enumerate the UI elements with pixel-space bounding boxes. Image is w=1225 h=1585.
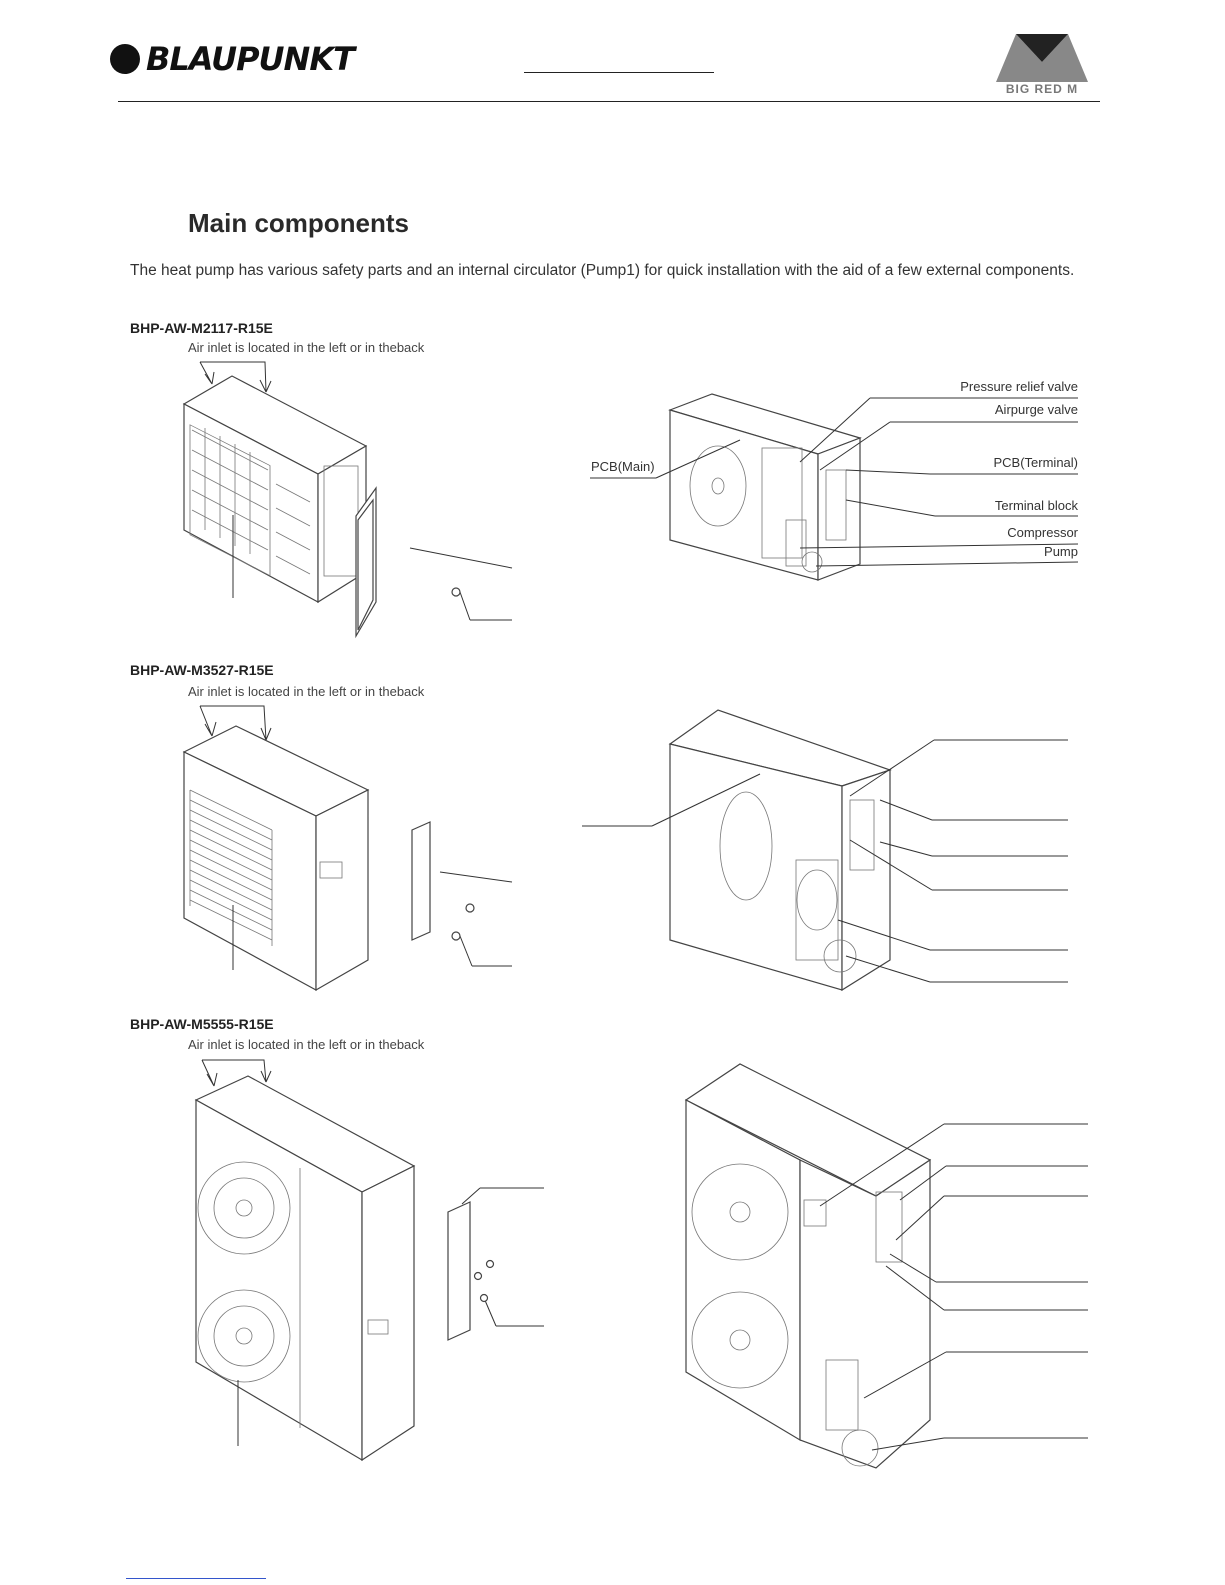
- label-pcb-terminal: PCB(Terminal): [993, 455, 1078, 470]
- label-airpurge-valve: Airpurge valve: [994, 402, 1078, 417]
- label-pump: Pump: [1044, 544, 1078, 559]
- page-title: Main components: [188, 208, 410, 238]
- unit-3-interior-drawing: [684, 1063, 1088, 1469]
- unit-2-exterior-drawing: [182, 705, 513, 992]
- air-inlet-note-1: Air inlet is located in the left or in t…: [188, 340, 425, 355]
- air-inlet-note-2: Air inlet is located in the left or in t…: [188, 684, 425, 699]
- label-compressor: Compressor: [1007, 525, 1078, 540]
- header-divider: [118, 101, 1100, 102]
- header-blank-line: [524, 72, 714, 73]
- label-terminal-block: Terminal block: [994, 498, 1078, 513]
- footer-link-line: [126, 1578, 266, 1579]
- partner-logo-icon: [996, 34, 1088, 82]
- model-name-3: BHP-AW-M5555-R15E: [130, 1016, 274, 1032]
- brand-logo-dot: [110, 44, 140, 74]
- unit-3-exterior-drawing: [194, 1059, 544, 1462]
- model-name-2: BHP-AW-M3527-R15E: [130, 662, 274, 678]
- air-inlet-note-3: Air inlet is located in the left or in t…: [188, 1037, 425, 1052]
- unit-1-interior-drawing: [590, 393, 1079, 581]
- model-name-1: BHP-AW-M2117-R15E: [130, 320, 273, 336]
- unit-1-exterior-drawing: [182, 361, 513, 639]
- label-pressure-relief-valve: Pressure relief valve: [960, 379, 1078, 394]
- unit-2-interior-drawing: [582, 709, 1068, 992]
- label-pcb-main: PCB(Main): [591, 459, 655, 474]
- brand-logo: BLAUPUNKT: [146, 40, 355, 78]
- intro-paragraph: The heat pump has various safety parts a…: [130, 262, 1075, 279]
- partner-logo-text: BIG RED M: [1005, 82, 1079, 96]
